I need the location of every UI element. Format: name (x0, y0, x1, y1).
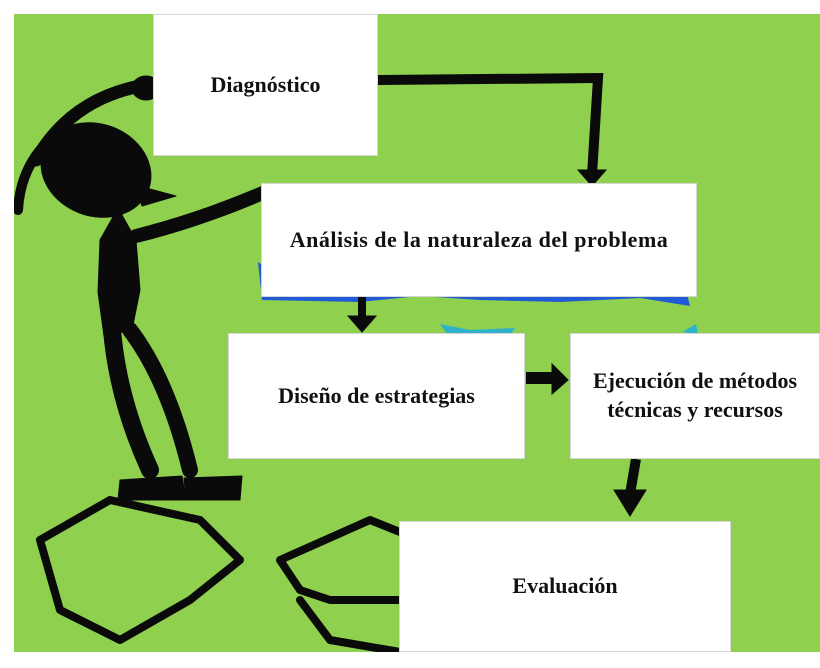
node-diseno-label: Diseño de estrategias (278, 382, 475, 408)
node-analisis: Análisis de la naturaleza del problema (261, 183, 697, 297)
stick-figure-thinking-icon (14, 75, 504, 652)
arrow-diagnostico-to-analisis (377, 72, 604, 176)
node-diagnostico-label: Diagnóstico (210, 71, 321, 97)
arrowhead-down-analisis (576, 169, 608, 187)
node-diagnostico: Diagnóstico (153, 14, 378, 156)
node-evaluacion-label: Evaluación (512, 573, 618, 599)
teal-brush-stroke-small (682, 324, 698, 334)
node-analisis-label: Análisis de la naturaleza del problema (289, 226, 669, 252)
arrowhead-down-diseno (346, 315, 378, 333)
node-evaluacion: Evaluación (399, 521, 731, 652)
node-ejecucion: Ejecución de métodos técnicas y recursos (570, 333, 820, 459)
node-ejecucion-label: Ejecución de métodos técnicas y recursos (592, 368, 798, 422)
flow-arrows (346, 72, 647, 517)
node-diseno: Diseño de estrategias (228, 333, 525, 459)
arrow-ejecucion-to-evaluacion (625, 458, 641, 495)
arrowhead-right-ejecucion (551, 362, 569, 396)
arrowhead-down-evaluacion (613, 489, 647, 517)
